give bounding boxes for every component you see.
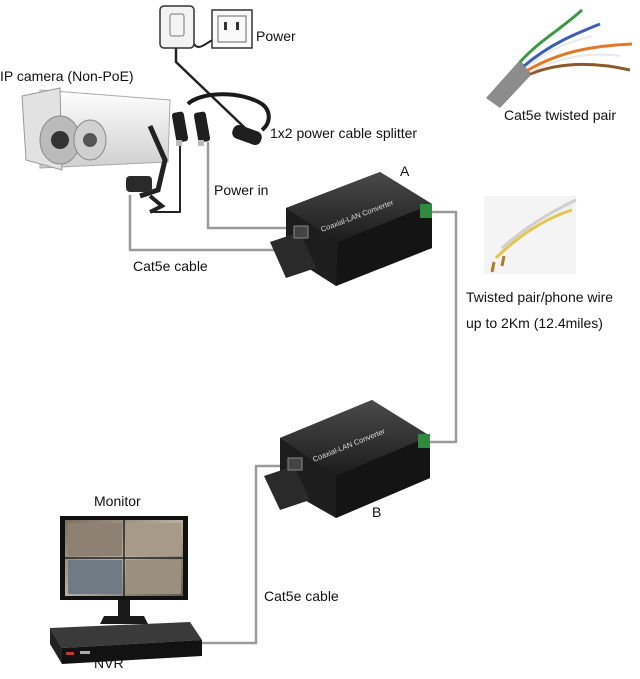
converter-b: Coaxial-LAN Converter: [264, 400, 430, 518]
monitor-label: Monitor: [94, 493, 141, 509]
nvr: [50, 622, 202, 664]
adapter-cable: [174, 48, 246, 129]
twisted-pair-label-line2: up to 2Km (12.4miles): [466, 315, 603, 331]
power-in-cable: [206, 142, 292, 230]
camera-label: IP camera (Non-PoE): [0, 68, 134, 84]
power-adapter: [159, 5, 195, 49]
cat5e-twisted-pair-image: [486, 8, 633, 108]
wall-outlet: [211, 9, 253, 49]
nvr-label: NVR: [94, 655, 124, 671]
power-splitter: [171, 92, 271, 146]
phone-wire-image: [484, 196, 577, 274]
twisted-pair-label-line1: Twisted pair/phone wire: [466, 289, 614, 305]
cat5e-cable-label-bottom: Cat5e cable: [264, 588, 339, 604]
point-b-label: B: [372, 504, 382, 520]
converter-a: Coaxial-LAN Converter: [270, 172, 432, 286]
power-label: Power: [256, 28, 296, 44]
power-in-label: Power in: [214, 182, 269, 198]
camera-power-cable: [150, 142, 181, 213]
splitter-label: 1x2 power cable splitter: [270, 125, 418, 141]
cables: [128, 37, 458, 645]
cat5e-cable-label-top: Cat5e cable: [133, 258, 208, 274]
ip-camera: [21, 87, 171, 214]
monitor: [60, 516, 188, 624]
twisted-pair-cable: [430, 210, 458, 444]
point-a-label: A: [400, 163, 410, 179]
cat5e-twisted-pair-label: Cat5e twisted pair: [504, 107, 617, 123]
cat5e-cable-b-to-nvr: [200, 464, 284, 645]
cat5e-cable-camera-to-a: [128, 195, 292, 252]
